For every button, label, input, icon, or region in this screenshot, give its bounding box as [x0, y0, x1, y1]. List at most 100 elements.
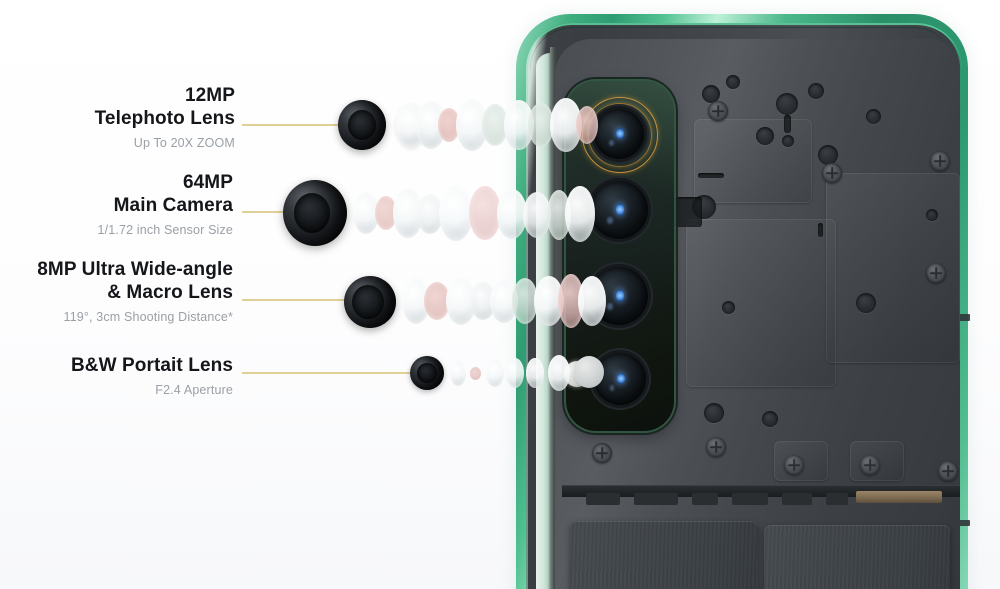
chassis-slot	[818, 223, 823, 237]
lens-glint-secondary	[609, 385, 615, 392]
chassis-hole	[756, 127, 774, 145]
chassis-plate	[694, 119, 812, 203]
lens-element	[439, 185, 473, 241]
callout-bw-portrait: B&W Portait Lens F2.4 Aperture	[20, 354, 233, 398]
lens-glint	[615, 203, 625, 216]
chassis-screw	[926, 263, 946, 283]
callout-title-line2: Telephoto Lens	[94, 108, 235, 130]
leader-line-bw-portrait	[242, 372, 420, 374]
chassis-screw	[708, 101, 728, 121]
chassis-hole	[726, 75, 740, 89]
lens-element	[526, 358, 544, 388]
leader-line-telephoto	[242, 124, 350, 126]
callout-title-line2: B&W Portait Lens	[70, 355, 233, 376]
chassis-connector	[674, 197, 702, 227]
lens-stack-ultra-wide	[344, 272, 606, 330]
camera-lens-telephoto	[594, 109, 644, 159]
callout-title-line1: 12MP	[184, 85, 235, 106]
lens-barrel-front	[352, 285, 384, 319]
rail-tooth	[586, 493, 620, 505]
callout-title-line1: 8MP Ultra Wide-angle	[37, 259, 233, 280]
rail-tooth	[826, 493, 848, 505]
chassis-hole	[818, 145, 838, 165]
lens-stack-main-camera	[283, 176, 595, 248]
callout-subtitle: 119°, 3cm Shooting Distance*	[63, 310, 233, 325]
chassis-hole	[782, 135, 794, 147]
chassis-hole	[722, 301, 735, 314]
rail-tooth	[692, 493, 718, 505]
callout-subtitle: F2.4 Aperture	[155, 383, 233, 398]
lens-element-rose	[438, 108, 460, 142]
lens-barrel-front	[417, 363, 437, 383]
lens-element	[578, 276, 606, 326]
callout-title-line2: & Macro Lens	[107, 282, 233, 304]
chassis-hole	[776, 93, 798, 115]
lens-stack-telephoto	[338, 94, 598, 158]
leader-line-ultra-wide	[242, 299, 350, 301]
lens-element-rose	[375, 196, 397, 230]
antenna-band	[952, 520, 970, 526]
chassis-screw	[938, 461, 958, 481]
chassis-plate	[686, 219, 836, 387]
lens-glint	[616, 372, 625, 385]
chassis-hole	[704, 403, 724, 423]
leader-line-main-camera	[242, 211, 292, 213]
chassis-plate	[850, 441, 904, 481]
callout-ultra-wide-macro: 8MP Ultra Wide-angle & Macro Lens 119°, …	[0, 258, 233, 326]
lens-element	[417, 194, 443, 234]
lens-glint-secondary	[607, 216, 613, 224]
lens-glint	[615, 289, 625, 302]
lens-element	[497, 189, 527, 239]
lens-glint-secondary	[607, 302, 613, 310]
lens-element	[565, 186, 595, 242]
lens-element	[486, 359, 504, 387]
chassis-hole	[866, 109, 881, 124]
chassis-slot	[784, 115, 791, 133]
chassis-screw	[784, 455, 804, 475]
callout-subtitle: Up To 20X ZOOM	[133, 136, 235, 151]
lens-barrel-front	[348, 110, 376, 140]
rail-tooth	[732, 493, 768, 505]
lens-element	[506, 358, 524, 388]
lens-element-rose	[424, 282, 450, 320]
lens-element-sage	[482, 104, 508, 146]
chassis-hole	[762, 411, 778, 427]
chassis-hole	[702, 85, 720, 103]
chassis-screw	[706, 437, 726, 457]
chassis-hole	[808, 83, 824, 99]
lower-shield-panel-right	[764, 525, 950, 589]
chassis-hole	[926, 209, 938, 221]
lens-element-sage	[512, 278, 538, 324]
chassis-slot	[698, 173, 724, 178]
lower-shield-panel-left	[570, 521, 758, 589]
lens-element-disc	[574, 356, 604, 388]
camera-lens-main	[590, 181, 648, 239]
lens-element-rose	[470, 367, 481, 380]
callout-telephoto: 12MP Telephoto Lens Up To 20X ZOOM	[20, 84, 235, 152]
lens-element	[523, 192, 551, 238]
callout-title-line2: Main Camera	[113, 195, 233, 217]
lens-barrel-front	[294, 193, 330, 233]
rail-tooth	[634, 493, 678, 505]
callout-main-camera: 64MP Main Camera 1/1.72 inch Sensor Size	[20, 171, 233, 239]
lens-glint	[616, 128, 624, 139]
chassis-hole	[856, 293, 876, 313]
copper-contact	[856, 491, 942, 503]
chassis-screw	[860, 455, 880, 475]
lens-element-rose	[576, 106, 598, 144]
chassis-screw	[592, 443, 612, 463]
lens-element-sage	[528, 103, 554, 147]
callout-subtitle: 1/1.72 inch Sensor Size	[97, 223, 233, 238]
rail-tooth	[782, 493, 812, 505]
lens-element-rose	[469, 186, 501, 240]
lens-element	[353, 192, 379, 234]
camera-lens-bw-portrait	[594, 353, 646, 405]
lens-element	[548, 355, 570, 391]
chassis-plate	[774, 441, 828, 481]
chassis-screw	[822, 163, 842, 183]
lens-stack-bw-portrait	[410, 352, 604, 394]
chassis-screw	[930, 151, 950, 171]
lens-element	[450, 360, 466, 386]
callout-title-line1: 64MP	[182, 172, 233, 193]
